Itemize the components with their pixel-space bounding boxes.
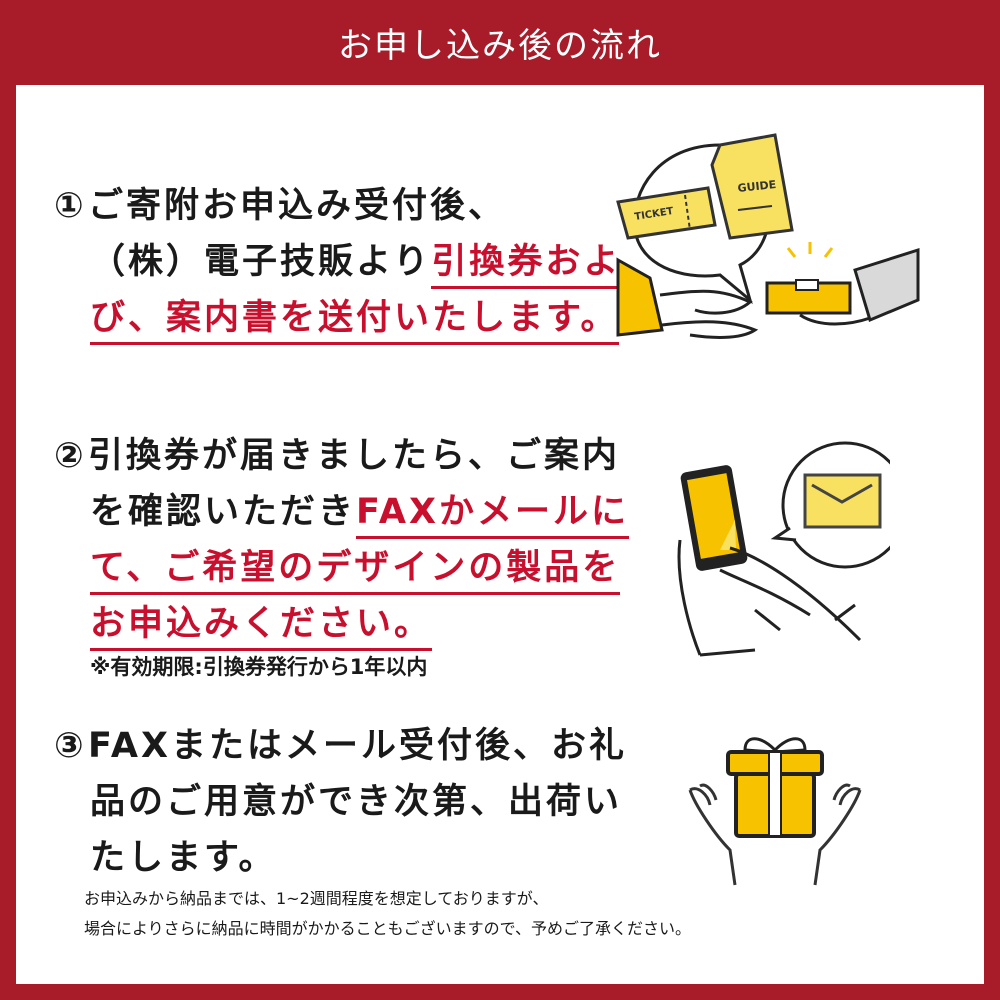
gift-hands-illustration [680,730,870,890]
header-bar: お申し込み後の流れ [0,0,1000,85]
step-2-line-4: お申込みください。 [54,596,629,652]
step-text: たします。 [90,838,277,878]
smartphone-mail-icon [677,441,909,657]
svg-text:GUIDE: GUIDE [737,178,777,195]
step-2-line-2: を確認いただきFAXかメールに [54,484,629,540]
step-text: ご寄附お申込み受付後、 [88,186,507,226]
step-1-line-2: （株）電子技販より引換券およ [54,234,621,290]
step-3-line-3: たします。 [54,830,627,886]
step-text: （株）電子技販より [90,242,432,282]
highlight-text: 引換券およ [431,242,622,282]
highlight-text: び、案内書を送付いたします。 [90,298,619,338]
step-number: ② [54,436,87,476]
step-1-line-1: ①ご寄附お申込み受付後、 [54,178,621,234]
highlight-text: て、ご希望のデザインの製品を [90,548,621,588]
gift-hands-icon [688,737,862,886]
highlight-text: FAXかメールに [356,492,629,532]
smartphone-mail-illustration [660,430,909,660]
step-1-line-3: び、案内書を送付いたします。 [54,290,621,346]
footnote-line-2: 場合によりさらに納品に時間がかかることもございますので、予めご了承ください。 [84,919,692,938]
step-3-line-1: ③FAXまたはメール受付後、お礼 [54,718,627,774]
step-1: ①ご寄附お申込み受付後、 （株）電子技販より引換券およ び、案内書を送付いたしま… [54,178,621,346]
footnote-line-1: お申込みから納品までは、1~2週間程度を想定しておりますが、 [84,889,549,908]
step-3: ③FAXまたはメール受付後、お礼 品のご用意ができ次第、出荷い たします。 [54,718,627,886]
step-3-line-2: 品のご用意ができ次第、出荷い [54,774,627,830]
step-number: ① [54,186,87,226]
step-text: FAXまたはメール受付後、お礼 [88,726,627,766]
step-number: ③ [54,726,87,766]
page-title: お申し込み後の流れ [338,26,662,66]
step-text: 引換券が届きましたら、ご案内 [88,436,621,476]
step-text: 品のご用意ができ次第、出荷い [90,782,623,822]
step-2: ②引換券が届きましたら、ご案内 を確認いただきFAXかメールに て、ご希望のデザ… [54,428,629,682]
ticket-guide-icon: GUIDE TICKET [616,133,920,339]
delivery-footnote: お申込みから納品までは、1~2週間程度を想定しておりますが、 場合によりさらに納… [84,884,691,944]
hand-over-ticket-guide-illustration: GUIDE TICKET [600,120,920,360]
step-text: を確認いただき [90,492,357,532]
validity-note: ※有効期限:引換券発行から1年以内 [90,655,428,679]
step-2-line-1: ②引換券が届きましたら、ご案内 [54,428,629,484]
highlight-text: お申込みください。 [90,604,433,644]
step-2-line-3: て、ご希望のデザインの製品を [54,540,629,596]
